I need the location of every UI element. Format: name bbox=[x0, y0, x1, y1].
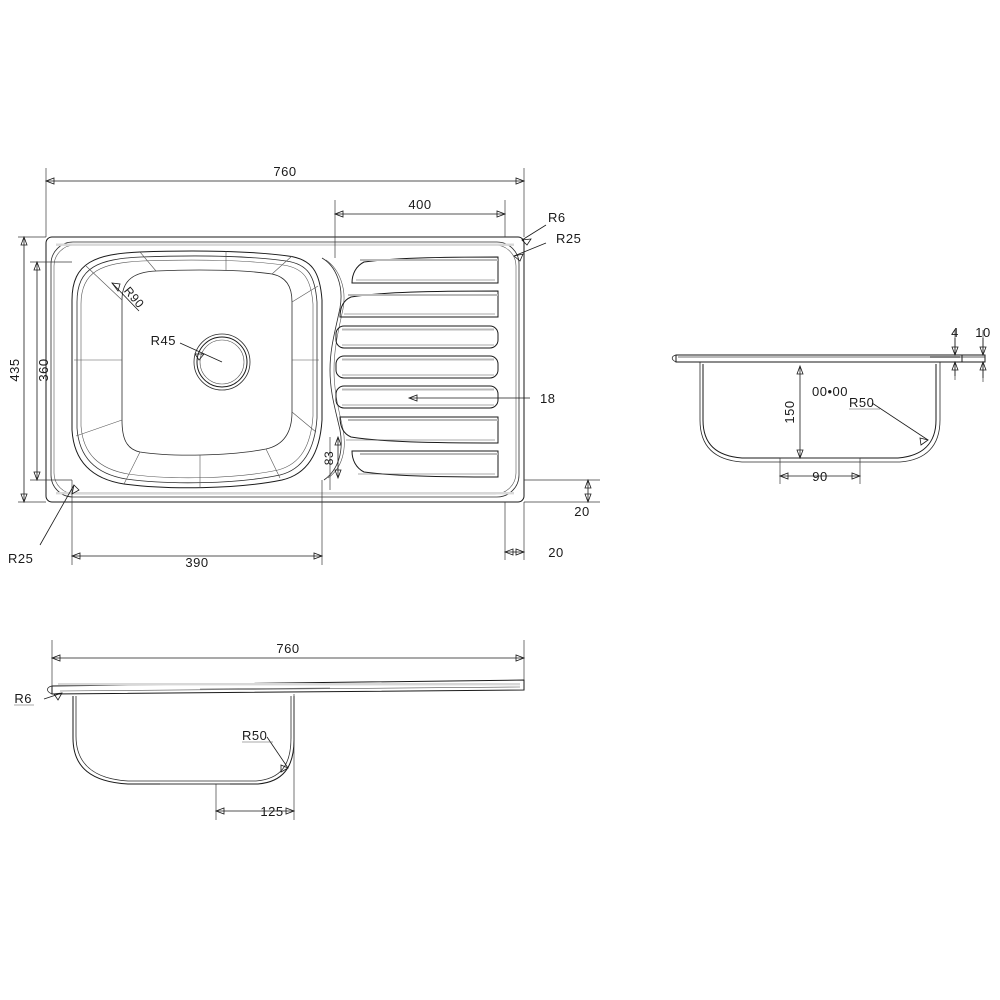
dim-label-R6-plan: R6 bbox=[548, 210, 566, 225]
dim-83-plan bbox=[334, 435, 342, 480]
dim-label-R45: R45 bbox=[151, 333, 176, 348]
plan-dimensions: 760 400 435 360 bbox=[7, 164, 600, 570]
dim-label-400: 400 bbox=[408, 197, 431, 212]
dim-label-R25-top: R25 bbox=[556, 231, 581, 246]
plan-drainer bbox=[321, 256, 499, 481]
leader-R90-plan bbox=[111, 282, 140, 312]
dim-label-390: 390 bbox=[185, 555, 208, 570]
dim-360-plan bbox=[33, 260, 41, 482]
dim-90-section bbox=[778, 458, 862, 484]
bowl-facet-lines bbox=[74, 251, 319, 488]
drain-hole-outer bbox=[193, 333, 251, 391]
plan-sink-outline bbox=[45, 236, 525, 503]
leader-R25-top bbox=[513, 242, 547, 262]
dim-760-front bbox=[50, 640, 526, 686]
dim-label-R25-bottom: R25 bbox=[8, 551, 33, 566]
drainer-groove-2 bbox=[339, 290, 499, 318]
leader-R25-bottom bbox=[39, 484, 80, 546]
dim-label-435: 435 bbox=[7, 358, 22, 381]
leader-R6-front bbox=[43, 692, 63, 701]
dim-label-83: 83 bbox=[322, 451, 336, 465]
leader-R50-section bbox=[871, 402, 929, 446]
drainer-groove-7 bbox=[351, 450, 499, 478]
rim-highlight-bottom bbox=[56, 492, 514, 495]
drainer-groove-1 bbox=[351, 256, 499, 284]
leader-R6-plan bbox=[521, 224, 547, 246]
drain-hole-inner bbox=[196, 336, 248, 388]
dim-label-4: 4 bbox=[951, 325, 959, 340]
dim-4-section bbox=[951, 330, 959, 380]
plan-bowl bbox=[71, 250, 323, 489]
dim-label-18: 18 bbox=[540, 391, 555, 406]
dim-18-leader bbox=[407, 394, 530, 402]
dim-label-R50-section: R50 bbox=[849, 395, 874, 410]
dim-400-plan bbox=[333, 210, 507, 218]
section-center-mark: 00•00 bbox=[812, 384, 848, 399]
dim-150-section bbox=[796, 364, 804, 460]
rim-highlight-top bbox=[56, 243, 514, 246]
drainer-groove-4 bbox=[335, 355, 499, 379]
dim-label-760-front: 760 bbox=[276, 641, 299, 656]
section-front-view: 760 R6 R50 125 bbox=[14, 640, 526, 820]
leader-R45-plan bbox=[179, 342, 223, 363]
dim-label-360: 360 bbox=[36, 358, 51, 381]
section-right-view: 150 00•00 R50 90 4 bbox=[671, 325, 990, 484]
drainer-groove-6 bbox=[339, 416, 499, 444]
drainer-groove-3 bbox=[335, 325, 499, 349]
dim-label-90: 90 bbox=[812, 469, 827, 484]
dim-label-20-bottom: 20 bbox=[548, 545, 563, 560]
dim-label-R6-front: R6 bbox=[14, 691, 32, 706]
drain-hole-ring bbox=[199, 339, 245, 385]
dim-760-plan bbox=[44, 177, 526, 185]
dim-20-right bbox=[584, 478, 592, 504]
dim-390-plan bbox=[70, 552, 324, 560]
dim-label-150: 150 bbox=[782, 400, 797, 423]
dim-label-125: 125 bbox=[260, 804, 283, 819]
dim-label-10: 10 bbox=[975, 325, 990, 340]
dim-435-plan bbox=[20, 235, 28, 504]
dim-label-20-right: 20 bbox=[574, 504, 589, 519]
dim-label-R50-front: R50 bbox=[242, 728, 267, 743]
dim-10-section bbox=[979, 330, 987, 382]
dim-125-front bbox=[214, 807, 296, 815]
drainer-groove-5 bbox=[335, 385, 499, 409]
dim-20-bottom bbox=[503, 548, 526, 556]
plan-view: 760 400 435 360 bbox=[7, 164, 600, 570]
dim-label-760-plan: 760 bbox=[273, 164, 296, 179]
